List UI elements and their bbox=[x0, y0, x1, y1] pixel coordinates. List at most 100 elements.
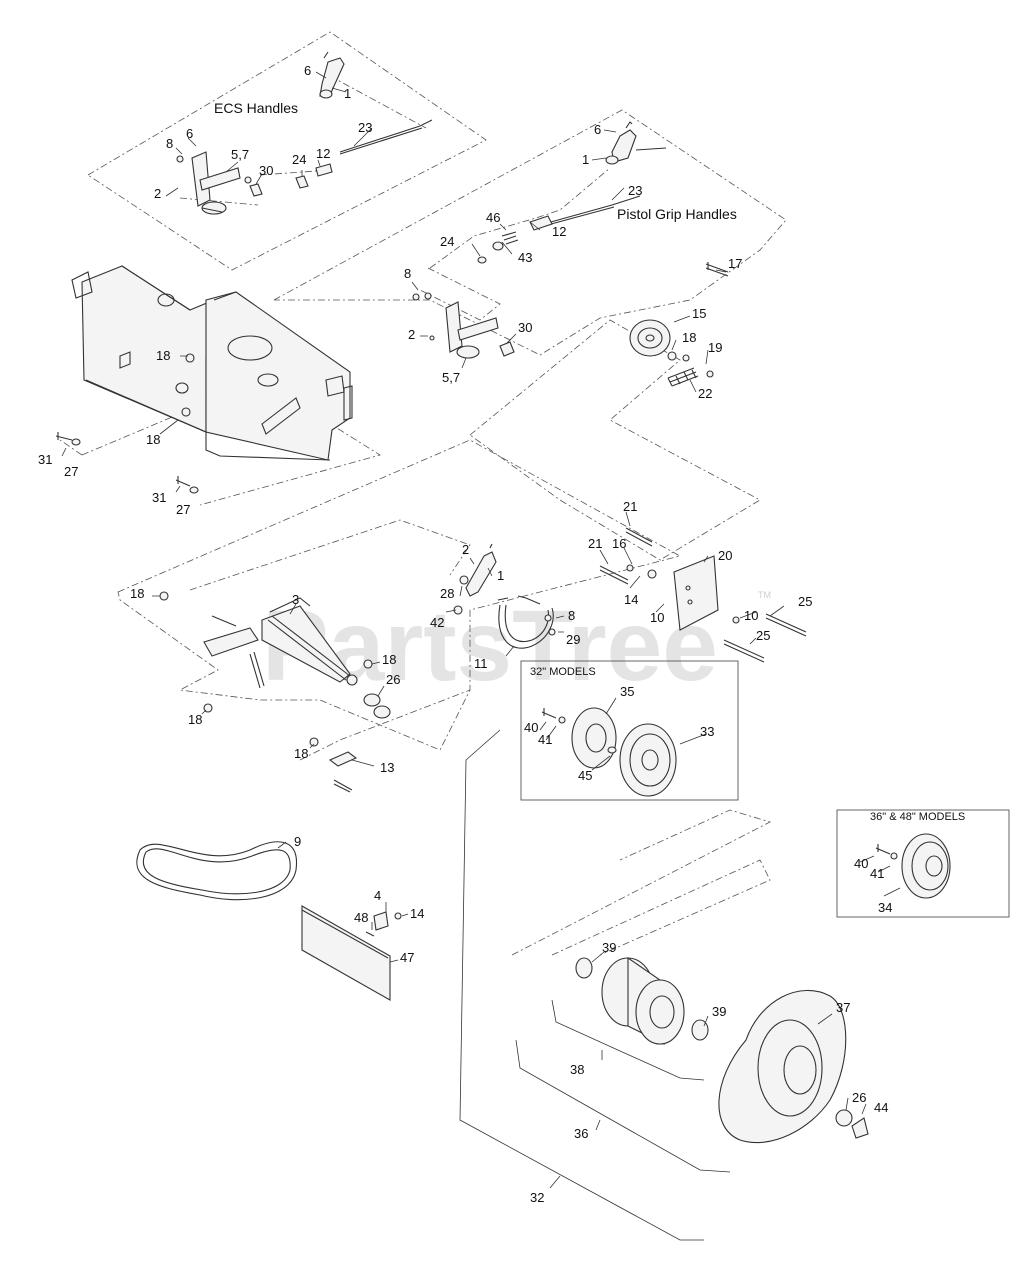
callout-label: 45 bbox=[578, 768, 592, 783]
ecs-inner-dash bbox=[179, 75, 427, 206]
drive-shaft-assembly bbox=[203, 597, 358, 689]
lower-assembly-dash bbox=[117, 439, 682, 751]
adjustment-bolt bbox=[705, 262, 729, 277]
callout-label: 25 bbox=[756, 628, 770, 643]
idler-spring bbox=[667, 351, 714, 387]
pistol-control-lever bbox=[605, 121, 667, 165]
callout-label: 23 bbox=[628, 183, 642, 198]
callout-label: 26 bbox=[386, 672, 400, 687]
ecs-bushing bbox=[249, 163, 333, 197]
pulley-32-inch bbox=[541, 707, 677, 797]
callout-label: 24 bbox=[292, 152, 306, 167]
callout-label: 14 bbox=[410, 906, 424, 921]
callout-label: 48 bbox=[354, 910, 368, 925]
callout-label: 39 bbox=[712, 1004, 726, 1019]
callout-label: 30 bbox=[259, 163, 273, 178]
callout-label: 13 bbox=[380, 760, 394, 775]
wheel-tire bbox=[718, 989, 869, 1144]
callout-label: 1 bbox=[582, 152, 589, 167]
callout-label: 35 bbox=[620, 684, 634, 699]
pistol-handle-bracket bbox=[412, 292, 515, 359]
bracket-line-36 bbox=[515, 1039, 731, 1173]
callout-label: 34 bbox=[878, 900, 892, 915]
callout-label: 41 bbox=[538, 732, 552, 747]
callout-label: 19 bbox=[708, 340, 722, 355]
callout-label: 25 bbox=[798, 594, 812, 609]
callout-label: 33 bbox=[700, 724, 714, 739]
callout-label: 12 bbox=[552, 224, 566, 239]
callout-label: 12 bbox=[316, 146, 330, 161]
callout-label: 18 bbox=[188, 712, 202, 727]
models-36-48-title: 36" & 48" MODELS bbox=[870, 811, 965, 823]
drive-belt bbox=[136, 841, 298, 901]
washers-18-26 bbox=[159, 591, 391, 747]
callout-label: 27 bbox=[64, 464, 78, 479]
callout-label: 18 bbox=[146, 432, 160, 447]
callout-label: 8 bbox=[404, 266, 411, 281]
callout-label: 3 bbox=[292, 592, 299, 607]
pistol-handles-outline bbox=[273, 109, 787, 356]
callout-label: 44 bbox=[874, 1100, 888, 1115]
pulley-36-48-inch bbox=[875, 833, 951, 899]
clevis-13 bbox=[328, 751, 358, 793]
frame-bolts bbox=[55, 432, 199, 494]
callout-label: 18 bbox=[130, 586, 144, 601]
callout-label: 2 bbox=[408, 327, 415, 342]
callout-label: 10 bbox=[650, 610, 664, 625]
models-32-title: 32" MODELS bbox=[530, 666, 596, 678]
models-32-box bbox=[520, 660, 739, 801]
callout-label: 40 bbox=[524, 720, 538, 735]
callout-label: 9 bbox=[294, 834, 301, 849]
callout-label: 18 bbox=[156, 348, 170, 363]
callout-label: 29 bbox=[566, 632, 580, 647]
callout-label: 26 bbox=[852, 1090, 866, 1105]
callout-label: 31 bbox=[38, 452, 52, 467]
callout-label: 6 bbox=[594, 122, 601, 137]
callout-label: 8 bbox=[166, 136, 173, 151]
callout-label: 40 bbox=[854, 856, 868, 871]
callout-label: 6 bbox=[186, 126, 193, 141]
callout-label: 24 bbox=[440, 234, 454, 249]
watermark-trademark: TM bbox=[758, 590, 771, 600]
main-frame bbox=[71, 265, 353, 461]
callout-label: 1 bbox=[497, 568, 504, 583]
callout-label: 1 bbox=[344, 86, 351, 101]
brake-band bbox=[497, 595, 556, 649]
callout-label: 41 bbox=[870, 866, 884, 881]
callout-label: 39 bbox=[602, 940, 616, 955]
linkage-dash-2 bbox=[189, 519, 471, 761]
ecs-handles-heading: ECS Handles bbox=[214, 100, 298, 116]
callout-label: 43 bbox=[518, 250, 532, 265]
callout-label: 46 bbox=[486, 210, 500, 225]
bracket-line-38 bbox=[551, 999, 705, 1081]
callout-label: 15 bbox=[692, 306, 706, 321]
brake-plate bbox=[673, 555, 719, 631]
wheel-assembly-dash bbox=[511, 809, 772, 956]
callout-label: 23 bbox=[358, 120, 372, 135]
callout-label: 36 bbox=[574, 1126, 588, 1141]
belt-guard bbox=[301, 905, 402, 1001]
callout-label: 5,7 bbox=[442, 370, 460, 385]
callout-label: 27 bbox=[176, 502, 190, 517]
models-36-48-box bbox=[836, 809, 1010, 918]
callout-label: 18 bbox=[682, 330, 696, 345]
drive-lever bbox=[453, 543, 497, 615]
callout-label: 37 bbox=[836, 1000, 850, 1015]
callout-label: 28 bbox=[440, 586, 454, 601]
rods-21 bbox=[599, 527, 657, 585]
partstree-watermark: PartsTree bbox=[262, 590, 718, 702]
leader-lines bbox=[61, 71, 901, 1189]
callout-label: 42 bbox=[430, 615, 444, 630]
callout-label: 21 bbox=[623, 499, 637, 514]
callout-label: 47 bbox=[400, 950, 414, 965]
callout-label: 11 bbox=[474, 656, 488, 671]
bolts-25 bbox=[723, 613, 807, 663]
callout-label: 18 bbox=[382, 652, 396, 667]
callout-label: 38 bbox=[570, 1062, 584, 1077]
callout-label: 6 bbox=[304, 63, 311, 78]
callout-label: 10 bbox=[744, 608, 758, 623]
callout-label: 30 bbox=[518, 320, 532, 335]
callout-label: 14 bbox=[624, 592, 638, 607]
callout-label: 17 bbox=[728, 256, 742, 271]
